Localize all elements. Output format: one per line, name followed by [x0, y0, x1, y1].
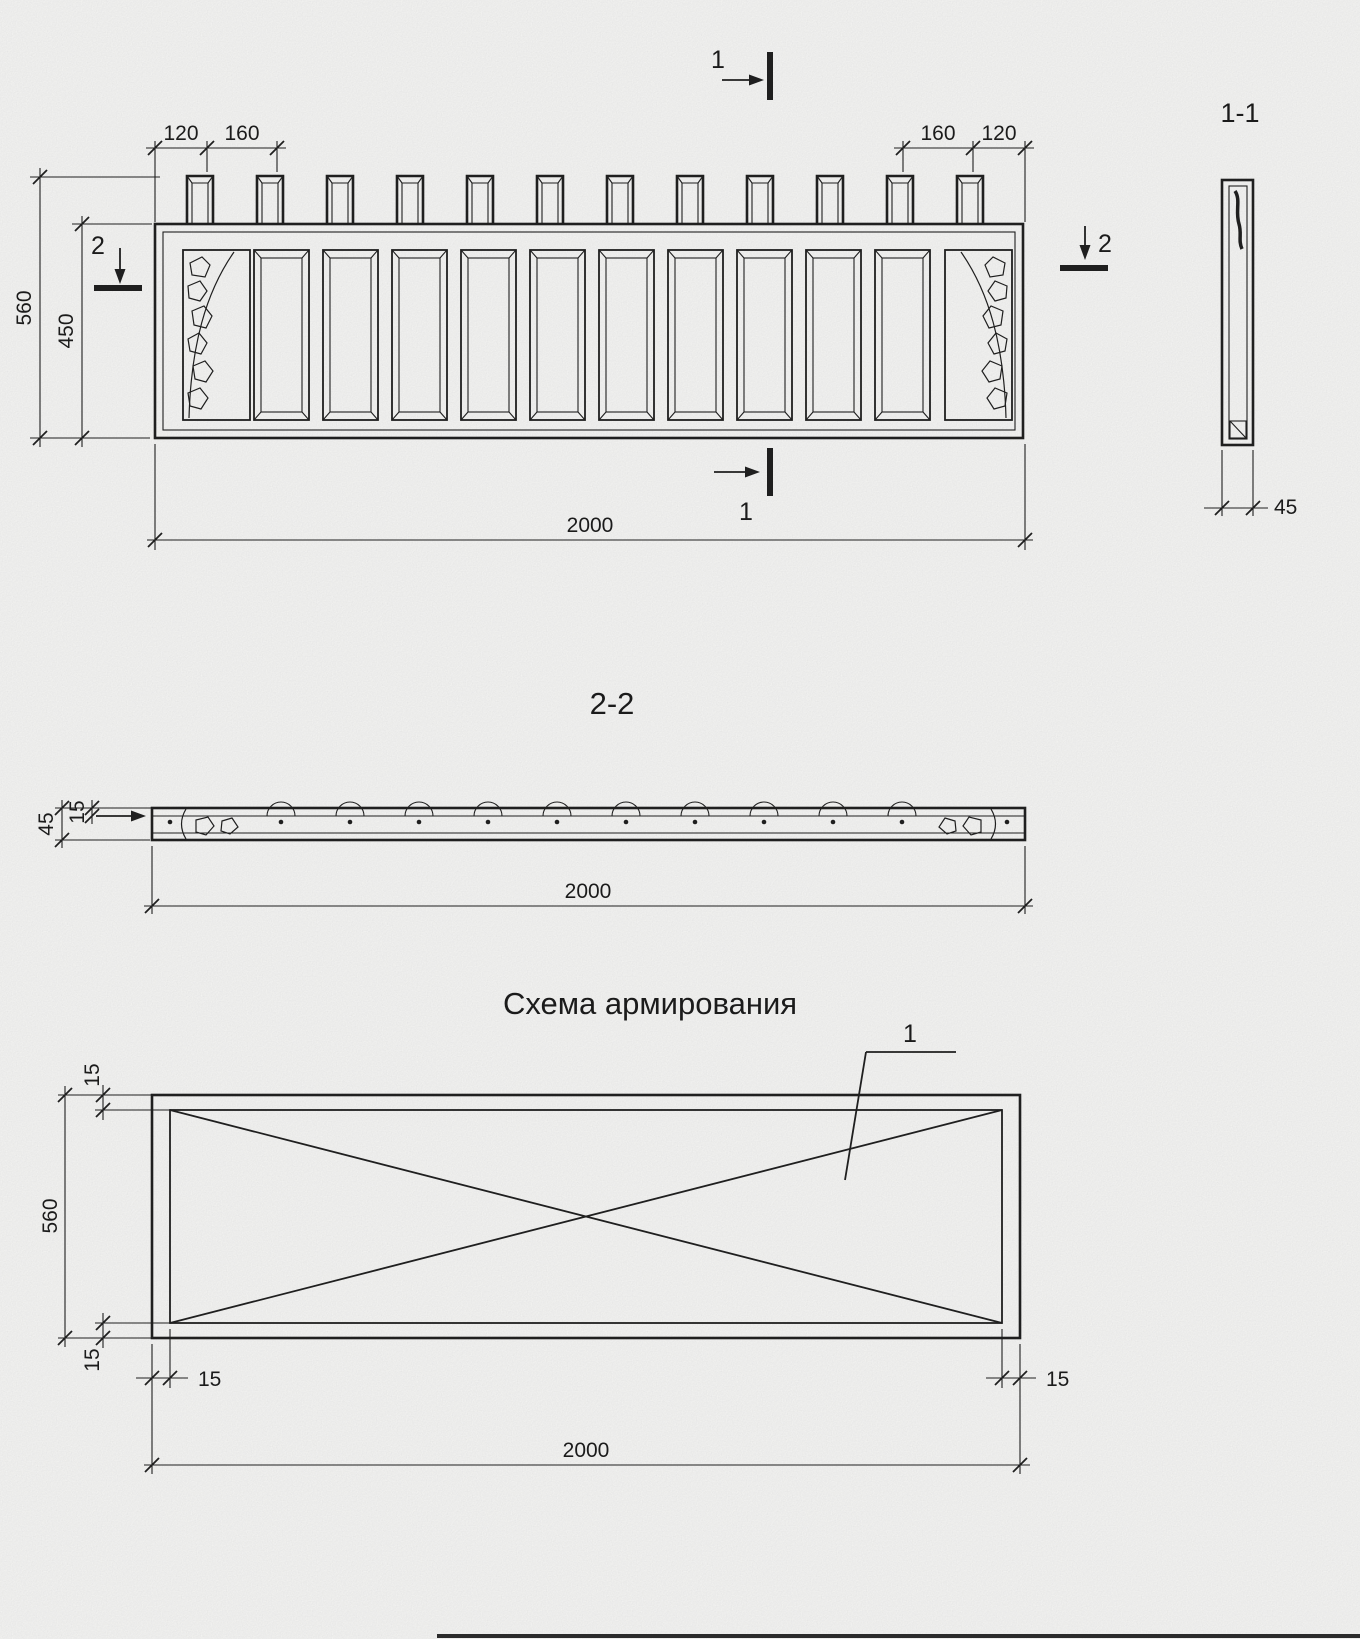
panel-inner-frame — [162, 231, 1016, 431]
panel-elevation: 120 160 160 120 560 450 — [13, 46, 1112, 550]
dim-rebar-total-width: 2000 — [563, 1439, 610, 1462]
dim-module-left: 160 — [224, 122, 259, 145]
rebar-diagonal-2 — [169, 1109, 1003, 1324]
stone-panel-right — [944, 249, 1013, 421]
dim-elevation-width: 2000 — [147, 444, 1033, 550]
dim-section-1-1-thickness: 45 — [1204, 450, 1297, 519]
dim-cover-left: 15 — [198, 1368, 221, 1391]
section-1-1-profile — [1220, 178, 1255, 447]
section-1-1-title: 1-1 — [1220, 98, 1259, 128]
dim-body-height: 450 — [55, 313, 78, 348]
reinforcement-title: Схема армирования — [503, 986, 797, 1021]
cut-label-2-right: 2 — [1098, 230, 1112, 258]
dim-top-left: 120 160 — [146, 122, 286, 222]
rebar-frame — [169, 1109, 1003, 1324]
section-2-2-title: 2-2 — [590, 686, 635, 721]
dim-rebar-bottom: 15 15 2000 — [136, 1329, 1069, 1474]
section-marker-2-left: 2 — [91, 232, 142, 291]
cut-label-2-left: 2 — [91, 232, 105, 260]
rebar-item-label: 1 — [903, 1020, 917, 1048]
dim-cover-right: 15 — [1046, 1368, 1069, 1391]
dim-edge-left: 120 — [163, 122, 198, 145]
dim-strip-15: 15 — [66, 800, 89, 823]
reinforcement-scheme: Схема армирования 1 15 560 15 — [39, 986, 1069, 1474]
dim-top-right: 160 120 — [894, 122, 1034, 222]
section-1-1: 1-1 45 — [1204, 98, 1297, 519]
section-marker-1-top: 1 — [711, 46, 773, 100]
dim-edge-right: 120 — [981, 122, 1016, 145]
section-2-2-strip — [150, 806, 1027, 842]
dim-section-2-2-width: 2000 — [144, 846, 1033, 914]
dim-left-heights: 560 450 — [13, 168, 160, 447]
stone-panel-left — [182, 249, 251, 421]
dim-cover-top: 15 — [81, 1063, 104, 1086]
dim-cover-bottom: 15 — [81, 1348, 104, 1371]
dim-rebar-height: 560 — [39, 1198, 62, 1233]
dim-thickness-45: 45 — [1274, 496, 1297, 519]
rebar-callout: 1 — [844, 1020, 956, 1181]
dim-total-height: 560 — [13, 290, 36, 325]
panel-outer-frame — [153, 222, 1025, 440]
dim-section-2-2-left: 45 15 — [35, 800, 152, 848]
dim-strip-total-width: 2000 — [565, 880, 612, 903]
rebar-outer-contour — [150, 1093, 1022, 1340]
dim-elevation-total-width: 2000 — [567, 514, 614, 537]
section-2-2: 2-2 45 15 — [35, 686, 1033, 914]
dim-module-right: 160 — [920, 122, 955, 145]
dim-rebar-left: 15 560 15 — [39, 1063, 170, 1372]
section-marker-2-right: 2 — [1060, 226, 1112, 271]
dim-strip-45: 45 — [35, 812, 58, 835]
section-marker-1-bottom: 1 — [714, 448, 773, 526]
cut-label-1-top: 1 — [711, 46, 725, 74]
cut-label-1-bottom: 1 — [739, 498, 753, 526]
